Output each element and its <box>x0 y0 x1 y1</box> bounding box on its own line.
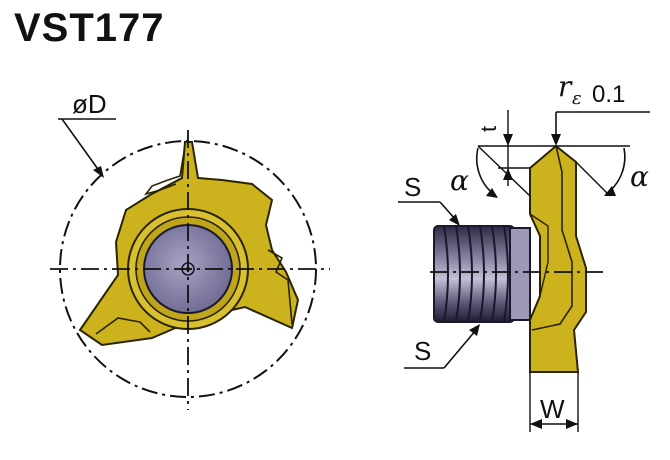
s-bottom-arrow <box>469 324 480 336</box>
s-bottom-leader-diag <box>443 329 477 369</box>
diameter-label: øD <box>72 89 107 119</box>
tooth-top-detail <box>143 145 186 196</box>
tooth-right-detail <box>267 249 293 325</box>
alpha-left-arc <box>475 147 497 197</box>
insert-side-edge <box>531 145 573 331</box>
width-label: W <box>540 394 565 424</box>
front-view: øD <box>50 89 330 410</box>
alpha-left-arrow <box>486 188 498 198</box>
radius-value: 0.1 <box>592 81 625 108</box>
radius-subscript: ε <box>572 88 582 109</box>
alpha-right-leg <box>575 161 611 197</box>
diameter-arrowhead <box>93 166 104 178</box>
w-arrow-right <box>566 419 578 429</box>
shank-collar <box>509 227 531 321</box>
radius-arrowhead <box>551 134 561 146</box>
tooth-bottom-detail <box>95 317 151 335</box>
w-arrow-left <box>530 419 542 429</box>
alpha-left-leg <box>477 145 531 197</box>
s-bottom-label: S <box>414 336 431 366</box>
alpha-right-label: α <box>630 160 649 193</box>
diameter-leader-diag <box>61 118 101 173</box>
side-view: r ε 0.1 t α α S S W <box>398 70 650 432</box>
s-top-label: S <box>404 172 421 202</box>
alpha-right-arrow <box>604 186 616 196</box>
alpha-right-arc <box>605 147 626 195</box>
alpha-left-label: α <box>450 164 469 197</box>
radius-symbol: r <box>558 70 573 103</box>
insert-body-side <box>529 144 587 373</box>
product-title: VST177 <box>14 6 165 50</box>
s-top-arrow <box>449 214 460 226</box>
thread-lines <box>443 225 509 323</box>
t-arrow-top <box>503 134 513 146</box>
insert-side-notch <box>529 213 549 297</box>
thickness-label: t <box>476 126 501 132</box>
